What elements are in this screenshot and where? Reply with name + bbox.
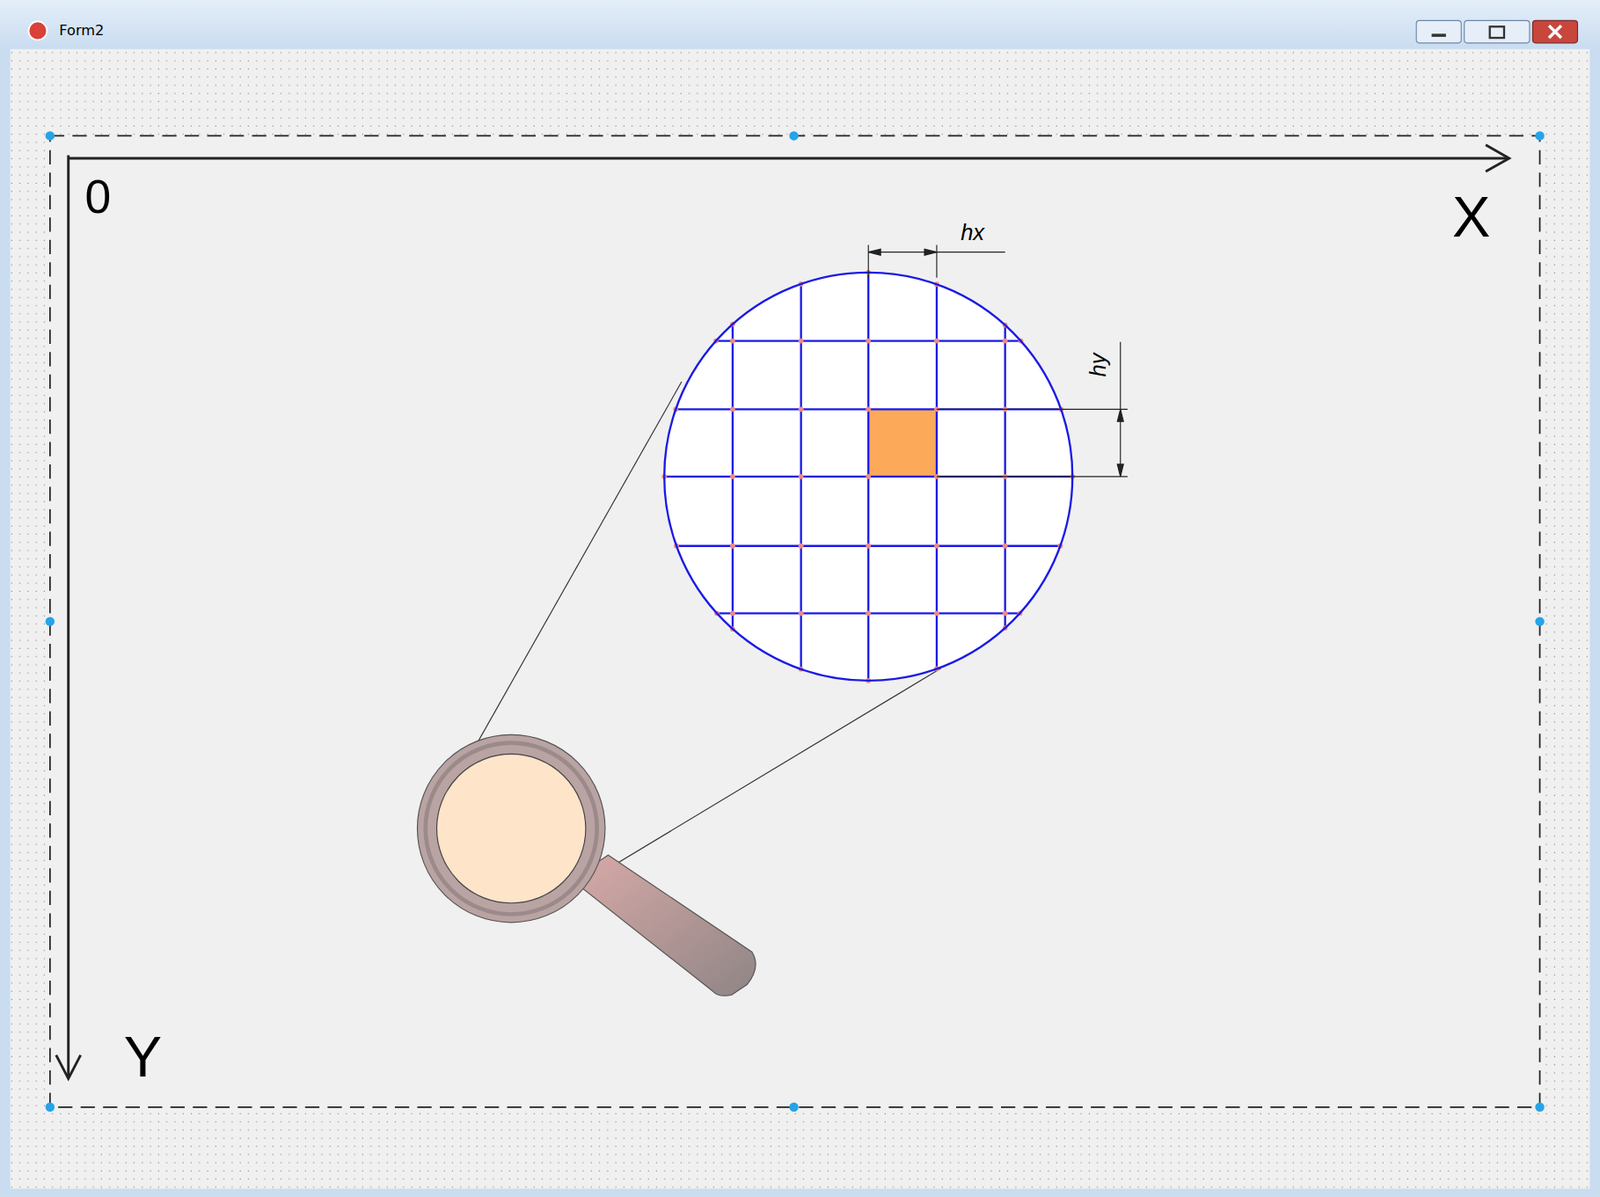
client-area	[10, 49, 1591, 1190]
dimension-hy	[936, 342, 1128, 477]
axis-label: Y	[124, 1027, 162, 1085]
magnifying-glass	[416, 734, 756, 996]
grid-cell	[868, 409, 937, 477]
dimension-hx	[868, 245, 1005, 278]
design-grid	[10, 49, 1591, 1190]
origin-label: 0	[85, 173, 112, 220]
axis-label: X	[1452, 187, 1491, 245]
app-icon	[28, 21, 47, 40]
dimension-label: hx	[960, 221, 985, 245]
dimension-label: hy	[1088, 353, 1111, 378]
window-title: Form2	[58, 23, 104, 38]
selection-handles	[45, 131, 1545, 1112]
window-buttons	[1416, 20, 1578, 44]
axes	[56, 145, 1510, 1079]
title-bar	[0, 0, 1600, 50]
selected-panel	[50, 135, 1541, 1107]
